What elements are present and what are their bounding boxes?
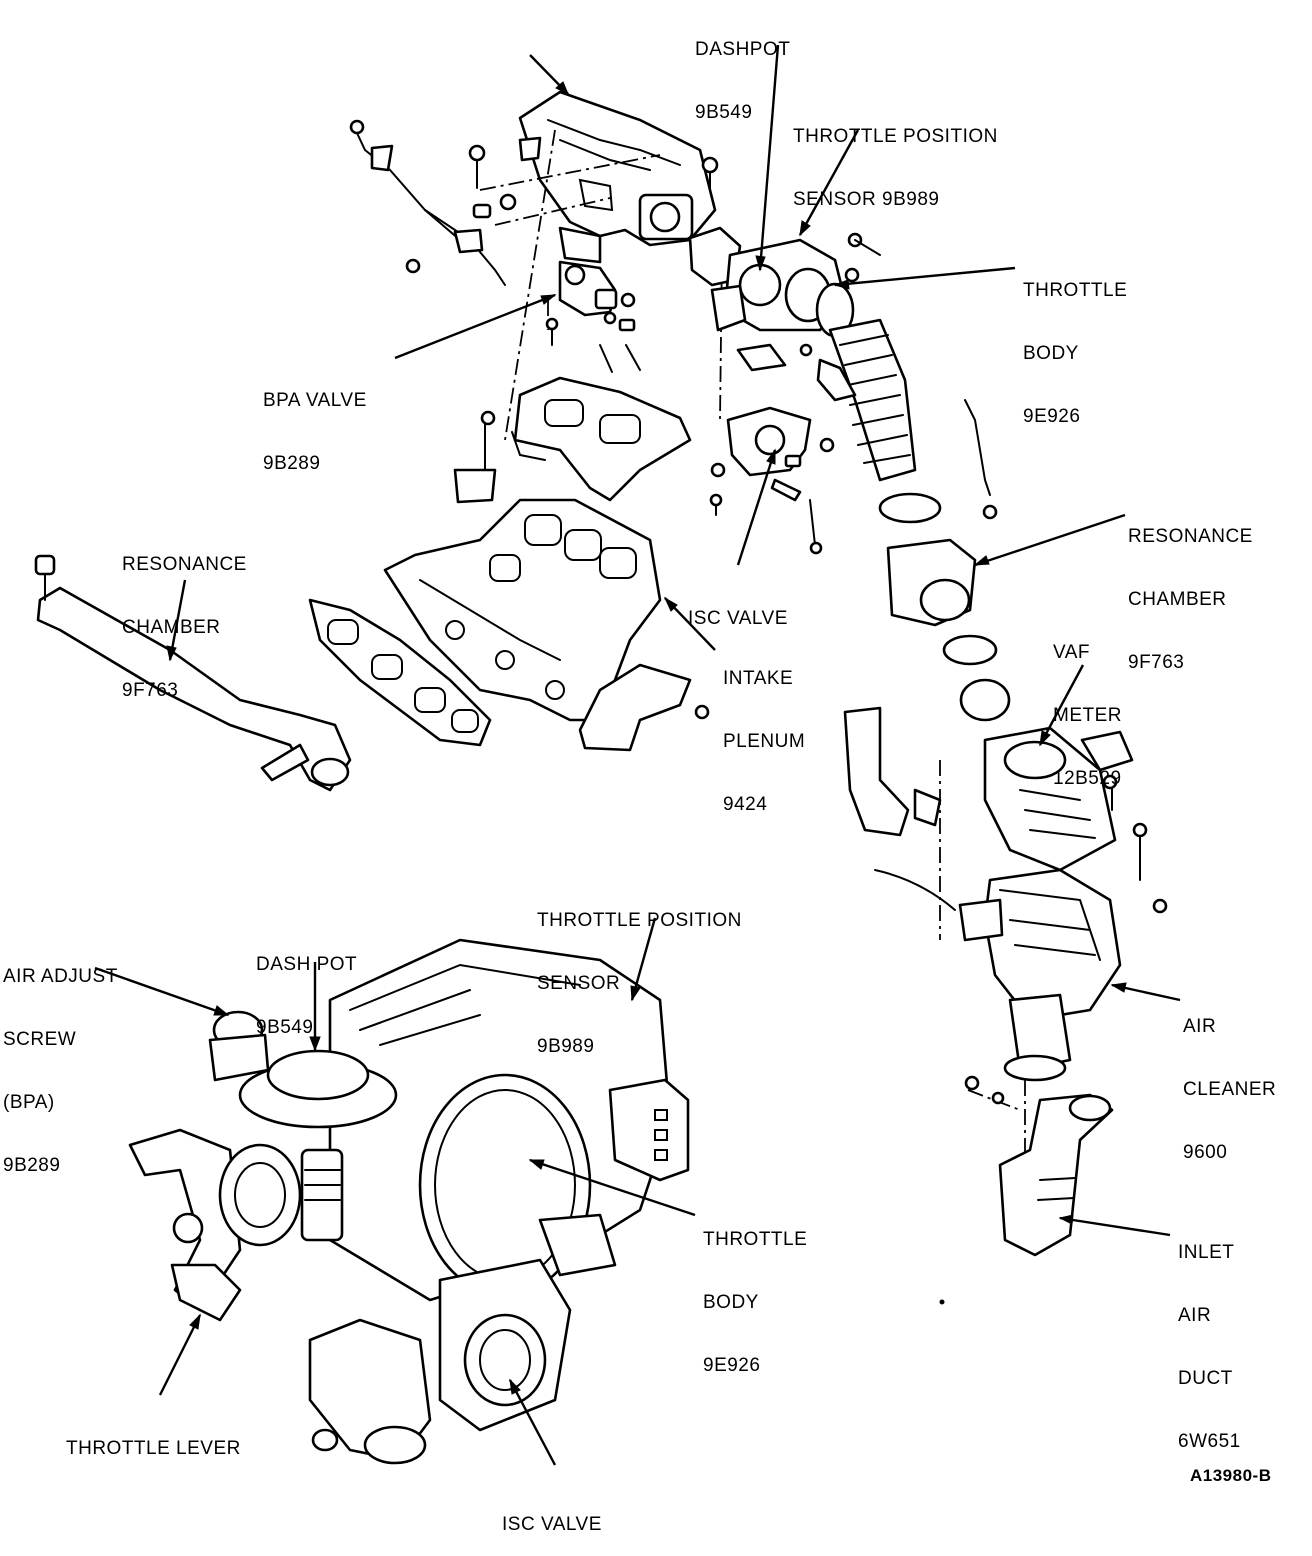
upper-intake-plenum: [518, 90, 717, 264]
label-line: THROTTLE POSITION: [793, 126, 998, 147]
label-intake-plenium-top: [452, 10, 464, 115]
label-line: DASH POT: [256, 954, 358, 975]
label-line: 9E926: [703, 1355, 761, 1376]
label-line: CHAMBER: [1128, 589, 1227, 610]
label-line: INLET: [1178, 1242, 1235, 1263]
label-line: AIR ADJUST: [3, 966, 118, 987]
upper-hardware: [349, 119, 719, 286]
assembly-center-lines: [479, 129, 1026, 1160]
label-line: SCREW: [3, 1029, 77, 1050]
label-line: BODY: [1023, 343, 1079, 364]
label-line: 9B289: [3, 1155, 61, 1176]
label-line: THROTTLE LEVER: [66, 1438, 241, 1459]
label-line: RESONANCE: [1128, 526, 1253, 547]
label-resonance-chamber-right: RESONANCE CHAMBER 9F763: [1128, 484, 1253, 694]
label-bpa-valve: BPA VALVE 9B289: [263, 348, 367, 495]
label-air-adjust-screw: AIR ADJUST SCREW (BPA) 9B289: [3, 924, 118, 1197]
manifold-gasket: [308, 598, 492, 747]
label-line: AIR: [1178, 1305, 1212, 1326]
label-isc-valve-bottom: ISC VALVE: [502, 1472, 602, 1556]
label-line: 9F763: [1128, 652, 1185, 673]
label-line: BODY: [703, 1292, 759, 1313]
lower-intake-plenum: [383, 410, 662, 722]
label-isc-valve-top: ISC VALVE: [688, 566, 788, 650]
bpa-valve-part: [545, 260, 641, 373]
label-line: METER: [1053, 705, 1122, 726]
label-throttle-body-bottom: THROTTLE BODY 9E926: [703, 1187, 807, 1397]
label-line: 9B549: [256, 1017, 314, 1038]
label-line: 9B989: [537, 1036, 595, 1057]
label-line: SENSOR: [537, 973, 621, 994]
label-line: CLEANER: [1183, 1079, 1277, 1100]
label-line: ISC VALVE: [688, 608, 788, 629]
plenum-gasket: [511, 376, 692, 502]
label-line: SENSOR 9B989: [793, 189, 940, 210]
label-line: 6W651: [1178, 1431, 1241, 1452]
vaf-meter-part: [983, 726, 1148, 881]
figure-reference: A13980-B: [1190, 1466, 1272, 1485]
label-line: CHAMBER: [122, 617, 221, 638]
label-resonance-chamber-left: RESONANCE CHAMBER 9F763: [122, 512, 247, 722]
label-tps-bottom: THROTTLE POSITION SENSOR 9B989: [537, 868, 742, 1078]
label-line: 9F763: [122, 680, 179, 701]
label-line: 9600: [1183, 1142, 1228, 1163]
label-dashpot-top: DASHPOT 9B549: [695, 0, 790, 144]
resonance-chamber-left-part: [34, 554, 352, 792]
label-inlet-air-duct: INLET AIR DUCT 6W651: [1178, 1200, 1241, 1473]
label-line: (BPA): [3, 1092, 55, 1113]
resonance-chamber-right-part: [886, 538, 1011, 722]
label-line: DUCT: [1178, 1368, 1233, 1389]
label-line: THROTTLE POSITION: [537, 910, 742, 931]
throttle-body-enlarged: [128, 938, 690, 1465]
label-throttle-lever: THROTTLE LEVER: [66, 1396, 241, 1480]
label-dash-pot-bottom: DASH POT 9B549: [256, 912, 357, 1059]
plenum-bracket: [578, 663, 710, 752]
label-vaf-meter: VAF METER 12B529: [1053, 600, 1122, 810]
side-hose-part: [843, 706, 956, 911]
air-intake-hose: [816, 318, 998, 524]
label-line: AIR: [1183, 1016, 1217, 1037]
isc-valve-top-part: [709, 406, 835, 555]
throttle-body-top-part: [688, 226, 881, 372]
label-line: THROTTLE: [703, 1229, 808, 1250]
label-line: 12B529: [1053, 768, 1122, 789]
inlet-air-duct-part: [964, 1075, 1114, 1257]
label-line: RESONANCE: [122, 554, 247, 575]
label-line: VAF: [1053, 642, 1091, 663]
label-line: INTAKE: [723, 668, 794, 689]
label-air-cleaner: AIR CLEANER 9600: [1183, 974, 1276, 1184]
label-line: ISC VALVE: [502, 1514, 602, 1535]
label-line: BPA VALVE: [263, 390, 367, 411]
label-line: DASHPOT: [695, 39, 791, 60]
label-line: 9B289: [263, 453, 321, 474]
label-line: 9E926: [1023, 406, 1081, 427]
exploded-view-drawing: [34, 44, 1181, 1466]
label-line: 9424: [723, 794, 768, 815]
label-tps-top: THROTTLE POSITION SENSOR 9B989: [793, 84, 998, 231]
air-cleaner-part: [958, 868, 1168, 1082]
label-line: 9B549: [695, 102, 753, 123]
label-line: PLENUM: [723, 731, 806, 752]
leader-lines: [94, 44, 1181, 1466]
label-throttle-body-top: THROTTLE BODY 9E926: [1023, 238, 1127, 448]
label-line: THROTTLE: [1023, 280, 1128, 301]
label-intake-plenum-mid: INTAKE PLENUM 9424: [723, 626, 805, 836]
